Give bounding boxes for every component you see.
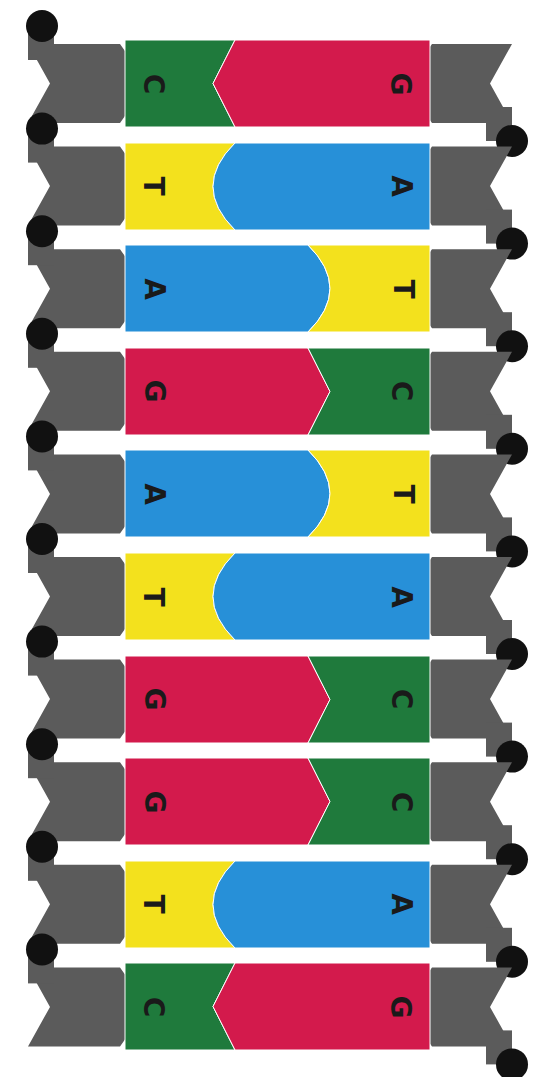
base-letter: C [388,689,416,710]
nucleotide-base: G [213,40,430,127]
phosphate-dot [26,113,58,145]
base-letter: T [388,484,416,503]
base-fill [125,758,330,845]
base-fill [213,143,430,230]
base-fill [308,656,430,743]
phosphate-dot [26,831,58,863]
nucleotide-base: C [308,656,430,743]
base-fill [308,348,430,435]
base-fill [308,450,430,537]
base-letter: G [140,380,168,403]
nucleotide-base: G [213,963,430,1050]
base-fill [213,553,430,640]
nucleotide-base: C [308,348,430,435]
base-letter: A [387,586,415,608]
phosphate-dot [26,626,58,658]
base-letter: G [387,995,415,1018]
nucleotide-base: C [308,758,430,845]
base-letter: T [139,177,167,196]
base-letter: G [387,72,415,95]
base-letter: G [140,688,168,711]
nucleotide-base: G [125,758,330,845]
base-letter: T [139,587,167,606]
phosphate-dot [26,523,58,555]
nucleotide-base: G [125,656,330,743]
base-letter: C [139,997,167,1018]
base-letter: C [388,381,416,402]
base-letter: A [387,893,415,915]
phosphate-dot [26,728,58,760]
base-fill [213,963,430,1050]
base-letter: A [387,175,415,197]
nucleotide-base: A [125,245,330,332]
base-fill [125,450,330,537]
base-letter: T [388,279,416,298]
base-fill [125,245,330,332]
base-fill [125,348,330,435]
base-letter: A [140,278,168,300]
base-fill [125,656,330,743]
phosphate-dot [26,933,58,965]
base-fill [213,861,430,948]
nucleotide-base: A [213,143,430,230]
base-fill [308,245,430,332]
phosphate-dot [496,1048,528,1077]
phosphate-dot [26,215,58,247]
nucleotide-base: A [213,553,430,640]
base-fill [213,40,430,127]
nucleotide-base: A [125,450,330,537]
phosphate-dot [26,420,58,452]
base-letter: C [388,791,416,812]
phosphate-dot [26,10,58,42]
nucleotide-base: T [308,245,430,332]
nucleotide-base: T [308,450,430,537]
phosphate-dot [26,318,58,350]
base-letter: C [139,73,167,94]
base-fill [308,758,430,845]
base-letter: T [139,895,167,914]
nucleotide-base: A [213,861,430,948]
base-letter: A [140,483,168,505]
base-letter: G [140,790,168,813]
nucleotide-base: G [125,348,330,435]
